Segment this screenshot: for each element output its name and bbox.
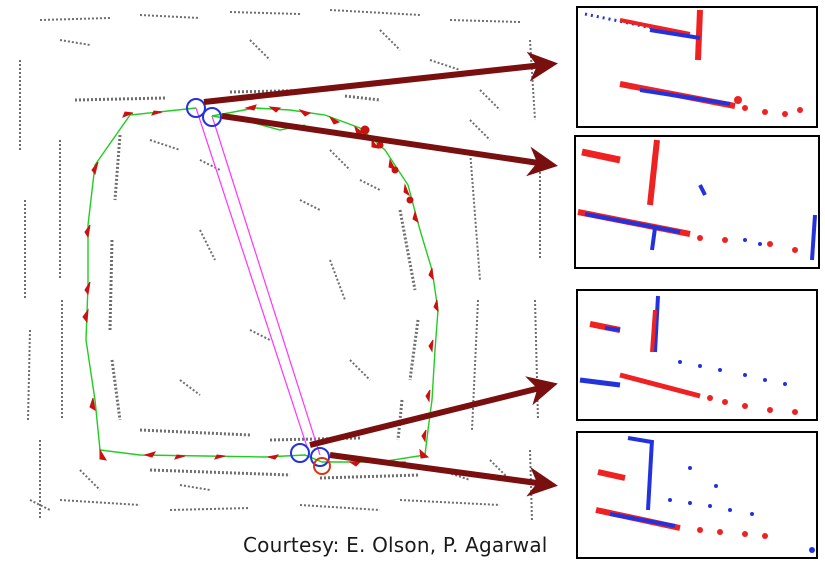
courtesy-caption: Courtesy: E. Olson, P. Agarwal	[243, 533, 548, 557]
highlight-circle-4	[310, 447, 330, 467]
callout-arrow-4	[329, 452, 558, 497]
scan-match-inset-2	[574, 135, 820, 269]
scan-match-inset-3	[576, 289, 818, 421]
pose-arrows	[82, 104, 439, 467]
trajectory-edges	[85, 107, 439, 463]
callout-arrow-3	[309, 376, 558, 448]
callout-arrow-2	[221, 113, 558, 177]
laser-map	[19, 9, 541, 521]
loop-closure-edges	[195, 107, 321, 456]
highlight-circle-1	[186, 98, 206, 118]
scan-match-inset-1	[576, 6, 818, 128]
scan-match-inset-4	[576, 431, 818, 559]
highlight-circle-2	[202, 107, 222, 127]
highlight-circle-red	[313, 457, 331, 475]
callout-arrow-1	[203, 51, 558, 105]
loop-closure-circles	[186, 98, 331, 475]
highlight-circle-3	[290, 443, 310, 463]
callout-arrows	[203, 51, 558, 497]
